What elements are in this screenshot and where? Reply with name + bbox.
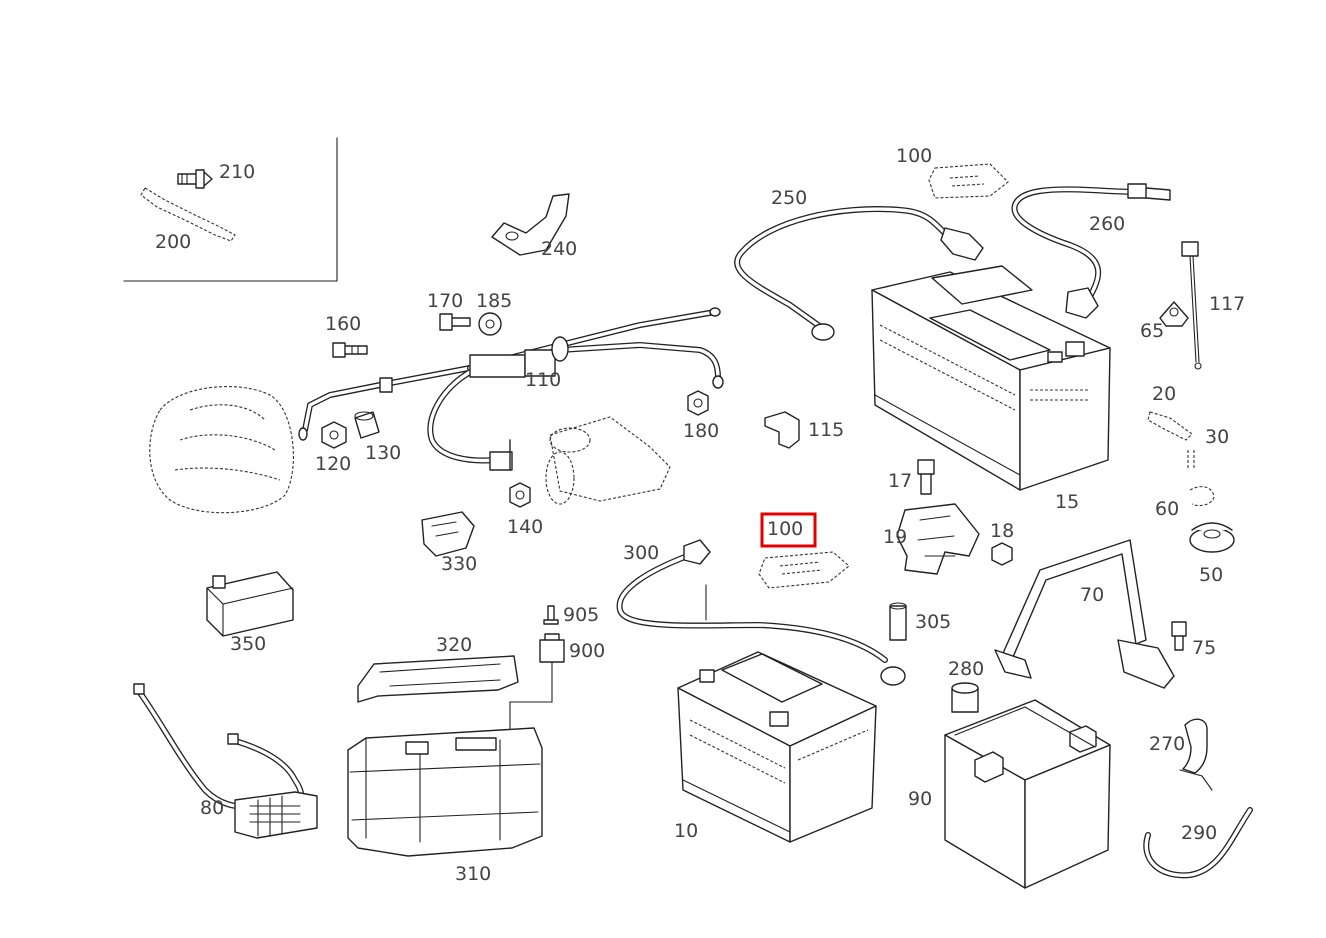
part-270-elbow[interactable] (1179, 718, 1213, 791)
part-65-grommet[interactable] (1159, 301, 1189, 327)
label-305: 305 (915, 611, 951, 633)
label-160: 160 (325, 313, 361, 335)
part-160-bolt[interactable] (332, 342, 368, 358)
part-15-battery[interactable] (871, 265, 1111, 491)
label-18: 18 (990, 520, 1014, 542)
label-185: 185 (476, 290, 512, 312)
part-labels: 210 200 240 250 100 260 117 65 160 170 1… (155, 145, 1245, 885)
label-80: 80 (200, 797, 224, 819)
part-30-screw[interactable] (1187, 450, 1195, 468)
part-280-cap[interactable] (951, 682, 979, 713)
part-210-screw[interactable] (177, 169, 213, 189)
part-290-hose[interactable] (1143, 807, 1253, 879)
label-130: 130 (365, 442, 401, 464)
part-117-sensor-cable[interactable] (1181, 241, 1202, 370)
part-310-fuse-box[interactable] (347, 727, 543, 857)
label-140: 140 (507, 516, 543, 538)
label-30: 30 (1205, 426, 1229, 448)
label-310: 310 (455, 863, 491, 885)
label-120: 120 (315, 453, 351, 475)
part-240-bracket[interactable] (491, 193, 570, 256)
label-280: 280 (948, 658, 984, 680)
label-320: 320 (436, 634, 472, 656)
label-20: 20 (1152, 383, 1176, 405)
part-110-wiring-harness[interactable] (298, 307, 724, 471)
part-185-washer[interactable] (478, 312, 502, 336)
part-305-sleeve[interactable] (889, 602, 907, 641)
part-250-battery-cable[interactable] (734, 206, 984, 341)
part-130-spacer[interactable] (354, 411, 380, 439)
part-60-clip[interactable] (1189, 486, 1215, 507)
label-117: 117 (1209, 293, 1245, 315)
part-75-bolt[interactable] (1171, 621, 1187, 651)
part-100-pad-highlighted[interactable] (758, 551, 850, 589)
part-100-pad-top[interactable] (928, 163, 1009, 199)
label-290: 290 (1181, 822, 1217, 844)
label-75: 75 (1192, 637, 1216, 659)
part-17-bolt[interactable] (917, 459, 935, 495)
label-170: 170 (427, 290, 463, 312)
label-65: 65 (1140, 320, 1164, 342)
label-15: 15 (1055, 491, 1079, 513)
label-270: 270 (1149, 733, 1185, 755)
label-100-highlighted: 100 (767, 518, 803, 540)
label-905: 905 (563, 604, 599, 626)
label-70: 70 (1080, 584, 1104, 606)
part-180-nut[interactable] (687, 390, 709, 416)
part-19-bracket[interactable] (896, 503, 980, 575)
label-210: 210 (219, 161, 255, 183)
part-80-relay[interactable] (133, 683, 318, 839)
label-19: 19 (883, 526, 907, 548)
inset-frame (123, 137, 338, 282)
part-140-nut[interactable] (509, 482, 531, 508)
part-200-clip[interactable] (140, 187, 236, 242)
part-starter-motor (545, 416, 671, 505)
part-170-bolt[interactable] (439, 313, 471, 331)
highlight-box (760, 512, 817, 548)
part-350-box[interactable] (206, 571, 294, 637)
label-100-top: 100 (896, 145, 932, 167)
part-alternator (149, 386, 294, 514)
part-90-battery[interactable] (944, 699, 1111, 889)
label-300: 300 (623, 542, 659, 564)
label-90: 90 (908, 788, 932, 810)
part-905-pin[interactable] (543, 605, 559, 625)
label-200: 200 (155, 231, 191, 253)
label-115: 115 (808, 419, 844, 441)
label-17: 17 (888, 470, 912, 492)
part-50-grommet[interactable] (1189, 522, 1235, 553)
part-260-battery-cable[interactable] (1011, 183, 1171, 319)
label-260: 260 (1089, 213, 1125, 235)
label-50: 50 (1199, 564, 1223, 586)
part-10-battery[interactable] (677, 651, 877, 843)
part-120-nut[interactable] (321, 421, 347, 449)
part-20-clamp[interactable] (1147, 411, 1193, 441)
label-250: 250 (771, 187, 807, 209)
part-300-battery-cable[interactable] (616, 539, 906, 686)
label-10: 10 (674, 820, 698, 842)
part-70-hold-down-strap[interactable] (994, 539, 1175, 689)
part-115-clip[interactable] (764, 411, 800, 449)
part-330-holder[interactable] (421, 511, 475, 557)
part-320-cover[interactable] (357, 655, 519, 703)
label-900: 900 (569, 640, 605, 662)
part-18-nut[interactable] (991, 542, 1013, 566)
label-110: 110 (525, 369, 561, 391)
part-900-connector[interactable] (509, 633, 565, 731)
label-180: 180 (683, 420, 719, 442)
label-330: 330 (441, 553, 477, 575)
label-60: 60 (1155, 498, 1179, 520)
label-350: 350 (230, 633, 266, 655)
label-240: 240 (541, 238, 577, 260)
